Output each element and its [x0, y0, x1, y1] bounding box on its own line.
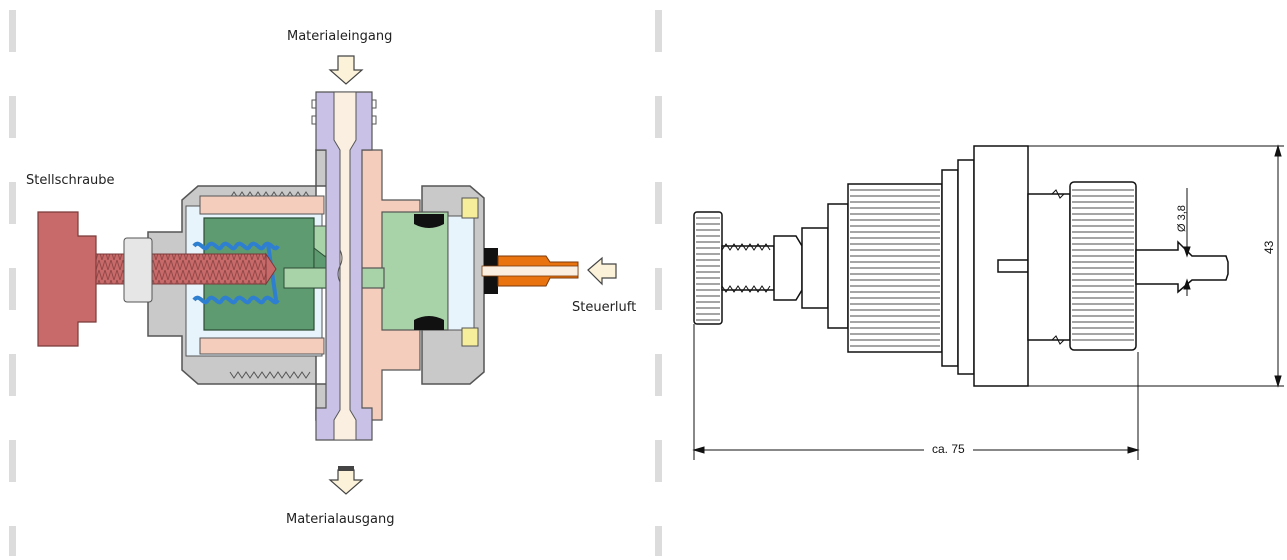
margin-bar	[9, 182, 16, 224]
knob	[693, 211, 723, 325]
material-out-arrow	[328, 469, 364, 495]
bearing-bottom	[461, 327, 479, 347]
step-ring	[801, 227, 829, 309]
seal-top	[414, 214, 444, 228]
cap-chamber	[447, 215, 475, 331]
material-out-arrow-cap	[338, 466, 354, 471]
length-dimension	[692, 324, 1140, 460]
break-mark-top	[1051, 189, 1065, 199]
housing-thread-bottom	[229, 371, 311, 379]
dimension-length-label: ca. 75	[924, 442, 973, 456]
tube-thread-right	[371, 99, 377, 125]
tube-thread-left	[311, 99, 317, 125]
height-dimension	[1028, 144, 1284, 388]
cross-section-diagram	[37, 55, 617, 495]
cap-body	[1027, 193, 1071, 341]
flange-b	[957, 159, 975, 375]
margin-bar	[655, 440, 662, 482]
sleeve-knurl	[850, 189, 940, 347]
margin-bar	[9, 96, 16, 138]
hex-nut	[773, 235, 803, 301]
cap-sleeve	[1069, 181, 1137, 351]
pin	[997, 259, 1029, 273]
margin-bar	[655, 96, 662, 138]
dimension-height-label: 43	[1262, 236, 1276, 258]
seal-bottom	[414, 316, 444, 330]
shaft-thread	[721, 243, 771, 293]
adjust-screw-head	[37, 211, 97, 347]
margin-bar	[655, 10, 662, 52]
margin-bar	[655, 526, 662, 556]
hose-nipple	[1135, 240, 1229, 294]
margin-bar	[655, 182, 662, 224]
label-material-out: Materialausgang	[286, 512, 395, 527]
pink-flange-bottom	[199, 337, 325, 355]
bearing-top	[461, 197, 479, 219]
thread-shaft	[721, 245, 775, 291]
diameter-dimension	[1183, 188, 1191, 296]
break-mark-bottom	[1051, 335, 1065, 345]
lock-nut	[123, 237, 153, 303]
margin-bar	[9, 440, 16, 482]
label-control-air: Steuerluft	[572, 300, 637, 315]
tube-cream	[333, 91, 357, 441]
margin-bar	[655, 268, 662, 310]
piston-light	[381, 211, 449, 331]
dimension-drawing	[692, 144, 1284, 460]
adjust-screw-tip	[265, 252, 277, 286]
air-fitting-bore	[481, 265, 579, 277]
margin-bar	[655, 354, 662, 396]
pink-flange-top	[199, 195, 325, 215]
flange-a	[941, 169, 959, 367]
cap-knurl	[1072, 189, 1134, 341]
tube-wave	[337, 249, 343, 283]
step-ring-2	[827, 203, 849, 329]
margin-bar	[9, 526, 16, 556]
label-adjust-screw: Stellschraube	[26, 173, 115, 188]
label-material-in: Materialeingang	[287, 29, 393, 44]
control-air-arrow	[587, 256, 617, 286]
dimension-diameter-label: Ø 3,8	[1176, 205, 1188, 232]
knob-knurl	[696, 217, 720, 321]
material-in-arrow	[328, 55, 364, 85]
margin-bar	[9, 354, 16, 396]
margin-bar	[9, 10, 16, 52]
margin-bar	[9, 268, 16, 310]
adjust-screw-thread	[96, 254, 266, 284]
